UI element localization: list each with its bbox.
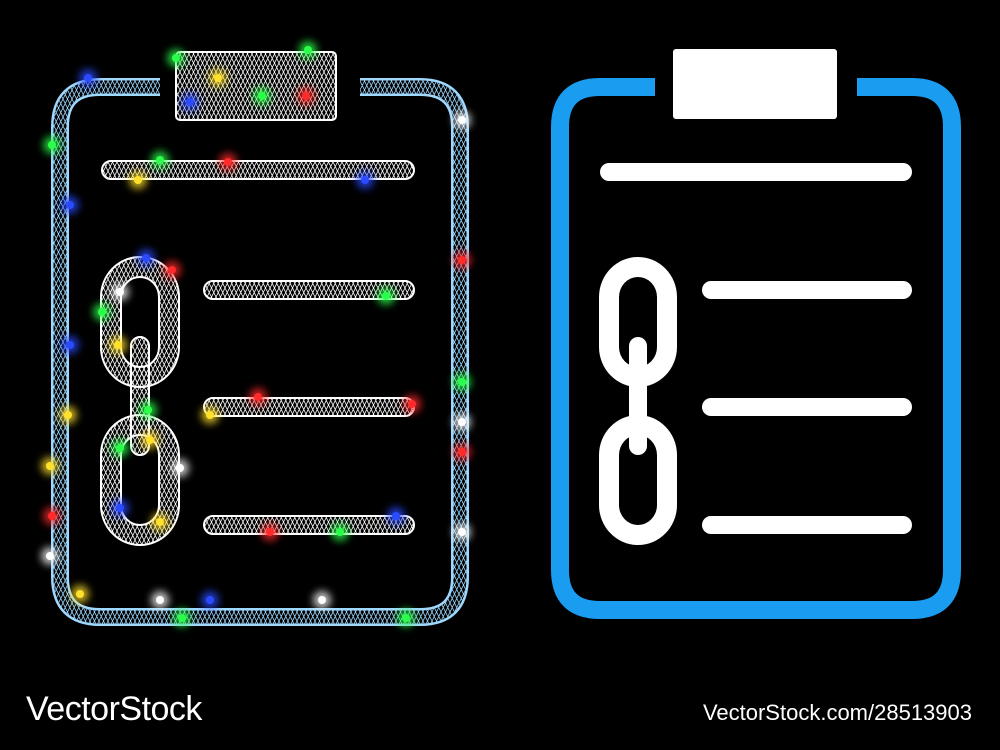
spark-core	[98, 308, 106, 316]
mesh-list-line-1	[101, 160, 415, 180]
spark-core	[114, 341, 122, 349]
clipboard-link-list-flat-icon	[551, 49, 961, 619]
spark-core	[224, 158, 232, 166]
spark-core	[146, 436, 154, 444]
flat-list-line-4	[702, 516, 912, 534]
spark-core	[176, 464, 184, 472]
spark-core	[392, 512, 400, 520]
watermark-credit: VectorStock.com/28513903	[702, 700, 972, 725]
spark-core	[302, 92, 310, 100]
spark-core	[156, 156, 164, 164]
flat-clipboard-frame	[551, 78, 961, 619]
spark-core	[258, 92, 266, 100]
spark-core	[84, 74, 92, 82]
spark-core	[48, 512, 56, 520]
watermark-brand: VectorStock	[26, 690, 202, 728]
mesh-list-line-4	[203, 515, 415, 535]
spark-core	[458, 378, 466, 386]
spark-core	[66, 341, 74, 349]
spark-core	[48, 141, 56, 149]
spark-core	[64, 411, 72, 419]
spark-core	[172, 54, 180, 62]
clipboard-link-list-mesh-icon	[41, 41, 471, 627]
spark-core	[46, 552, 54, 560]
spark-core	[458, 418, 466, 426]
flat-list-line-3	[702, 398, 912, 416]
mesh-list-line-2	[203, 280, 415, 300]
flat-list-line-2	[702, 281, 912, 299]
spark-core	[76, 590, 84, 598]
spark-core	[134, 176, 142, 184]
spark-core	[66, 201, 74, 209]
spark-core	[336, 528, 344, 536]
spark-core	[458, 256, 466, 264]
mesh-clip-tab	[175, 51, 337, 121]
mesh-chain-link-icon	[100, 255, 180, 546]
spark-core	[402, 614, 410, 622]
spark-core	[458, 448, 466, 456]
spark-core	[318, 596, 326, 604]
spark-core	[178, 614, 186, 622]
flat-clip-tab	[673, 49, 837, 119]
spark-core	[46, 462, 54, 470]
spark-core	[206, 596, 214, 604]
glow-sparks	[41, 41, 471, 627]
spark-core	[116, 504, 124, 512]
spark-core	[142, 254, 150, 262]
spark-core	[156, 518, 164, 526]
spark-core	[116, 444, 124, 452]
spark-core	[382, 292, 390, 300]
spark-core	[254, 393, 262, 401]
spark-core	[304, 46, 312, 54]
spark-core	[206, 411, 214, 419]
spark-core	[458, 116, 466, 124]
spark-core	[361, 176, 369, 184]
spark-core	[186, 98, 194, 106]
spark-core	[116, 288, 124, 296]
mesh-list-lines	[101, 160, 415, 535]
spark-core	[408, 400, 416, 408]
flat-list-lines	[600, 163, 912, 534]
spark-core	[214, 74, 222, 82]
flat-chain-link-icon	[599, 257, 677, 545]
spark-core	[144, 406, 152, 414]
spark-core	[156, 596, 164, 604]
mesh-list-line-3	[203, 397, 415, 417]
spark-core	[168, 266, 176, 274]
spark-core	[266, 528, 274, 536]
spark-core	[458, 528, 466, 536]
flat-list-line-1	[600, 163, 912, 181]
